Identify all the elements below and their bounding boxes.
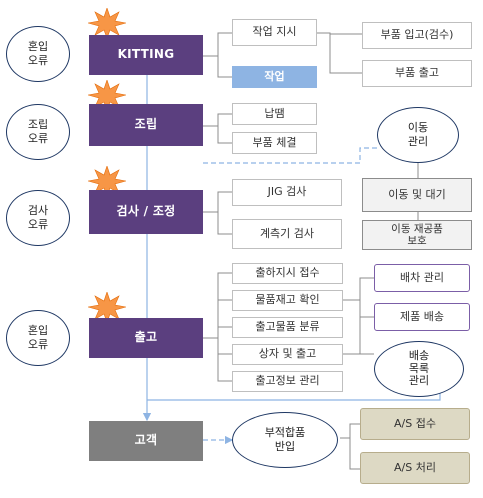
step-order-receipt: 출하지시 접수 — [232, 263, 343, 284]
error-mixed-kitting: 혼입 오류 — [6, 26, 70, 82]
step-wip-protection: 이동 재공품 보호 — [362, 220, 472, 250]
step-soldering: 납땜 — [232, 103, 317, 125]
error-burst-icon — [88, 8, 126, 38]
delivery-list-management: 배송 목록 관리 — [374, 341, 464, 397]
error-burst-icon — [88, 166, 126, 196]
step-parts-release: 부품 출고 — [362, 60, 472, 87]
error-assembly: 조립 오류 — [6, 104, 70, 160]
error-mixed-shipping: 혼입 오류 — [6, 310, 70, 366]
stage-shipping: 출고 — [89, 318, 203, 358]
step-jig-inspection: JIG 검사 — [232, 179, 342, 206]
step-product-delivery: 제품 배송 — [374, 303, 470, 331]
stage-customer: 고객 — [89, 421, 203, 461]
step-as-receipt: A/S 접수 — [360, 408, 470, 440]
defective-return: 부적합품 반입 — [232, 412, 338, 468]
step-gauge-inspection: 계측기 검사 — [232, 219, 342, 249]
step-move-wait: 이동 및 대기 — [362, 178, 472, 212]
stage-kitting: KITTING — [89, 35, 203, 75]
step-work-order: 작업 지시 — [232, 19, 317, 46]
error-inspection: 검사 오류 — [6, 190, 70, 246]
step-classification: 출고물품 분류 — [232, 317, 343, 338]
step-fastening: 부품 체결 — [232, 132, 317, 154]
movement-management: 이동 관리 — [377, 107, 459, 163]
error-burst-icon — [88, 80, 126, 110]
step-info-management: 출고정보 관리 — [232, 371, 343, 392]
step-as-process: A/S 처리 — [360, 452, 470, 484]
step-dispatch-management: 배차 관리 — [374, 264, 470, 292]
stage-inspection: 검사 / 조정 — [89, 190, 203, 234]
step-box-out: 상자 및 출고 — [232, 344, 343, 365]
stage-assembly: 조립 — [89, 104, 203, 146]
step-parts-receiving: 부품 입고(검수) — [362, 22, 472, 49]
step-stock-check: 물품재고 확인 — [232, 290, 343, 311]
error-burst-icon — [88, 292, 126, 322]
step-work: 작업 — [232, 66, 317, 88]
